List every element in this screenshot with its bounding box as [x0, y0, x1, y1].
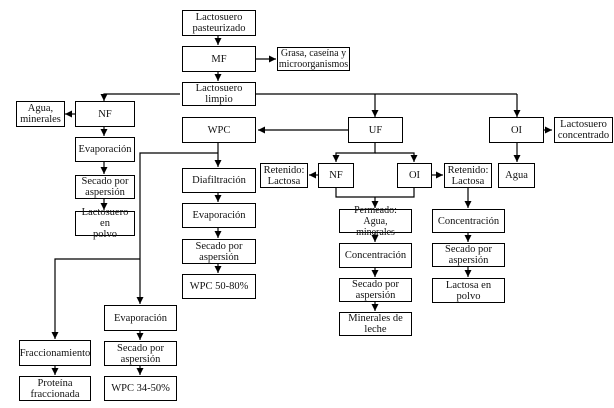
- node-minerales-leche: Minerales de leche: [339, 312, 412, 336]
- node-uf: UF: [348, 117, 403, 143]
- edge-nf-oi-merge: [335, 188, 415, 198]
- edge-uf-oi: [375, 152, 418, 162]
- node-permeado: Permeado: Agua, minerales: [339, 205, 412, 238]
- node-concentracion-perm: Concentración: [339, 243, 412, 268]
- node-secado-lac: Secado por aspersión: [432, 243, 505, 267]
- edge-wpc-branch: [136, 152, 218, 304]
- node-diafiltracion: Diafiltración: [182, 168, 256, 193]
- node-grasa-caseina: Grasa, caseína y microorganismos: [277, 47, 350, 71]
- node-nf-mid: NF: [318, 163, 354, 188]
- node-proteina-fraccionada: Proteína fraccionada: [19, 376, 91, 401]
- node-secado-perm: Secado por aspersión: [339, 278, 412, 302]
- node-retenido-oi: Retenido: Lactosa: [444, 163, 492, 188]
- edge-wpc-fraccionamiento: [51, 258, 140, 339]
- node-oi-right: OI: [489, 117, 544, 143]
- node-concentracion-lac: Concentración: [432, 209, 505, 233]
- node-agua: Agua: [498, 163, 535, 188]
- node-evaporacion-34: Evaporación: [104, 305, 177, 331]
- node-lactosuero-polvo: Lactosuero en polvo: [75, 207, 135, 240]
- node-secado-34: Secado por aspersión: [104, 341, 177, 366]
- node-nf-left: NF: [75, 101, 135, 127]
- node-secado-left: Secado por aspersión: [75, 175, 135, 199]
- edge-uf-split: [332, 143, 376, 162]
- node-lactosuero-concentrado: Lactosuero concentrado: [554, 117, 613, 143]
- node-evaporacion-left: Evaporación: [75, 137, 135, 162]
- edge-limpio-nf: [100, 93, 180, 101]
- node-mf: MF: [182, 46, 256, 72]
- node-wpc: WPC: [182, 117, 256, 143]
- node-evaporacion-wpc: Evaporación: [182, 203, 256, 228]
- node-oi-mid: OI: [397, 163, 432, 188]
- node-lactosuero-limpio: Lactosuero limpio: [182, 82, 256, 106]
- node-lactosuero-pasteurizado: Lactosuero pasteurizado: [182, 10, 256, 36]
- node-retenido-nf: Retenido: Lactosa: [260, 163, 308, 188]
- node-wpc-34-50: WPC 34-50%: [104, 376, 177, 401]
- node-wpc-50-80: WPC 50-80%: [182, 274, 256, 299]
- node-secado-wpc: Secado por aspersión: [182, 239, 256, 264]
- node-lactosa-polvo: Lactosa en polvo: [432, 278, 505, 303]
- node-agua-minerales: Agua, minerales: [16, 101, 65, 127]
- node-fraccionamiento: Fraccionamiento: [19, 340, 91, 366]
